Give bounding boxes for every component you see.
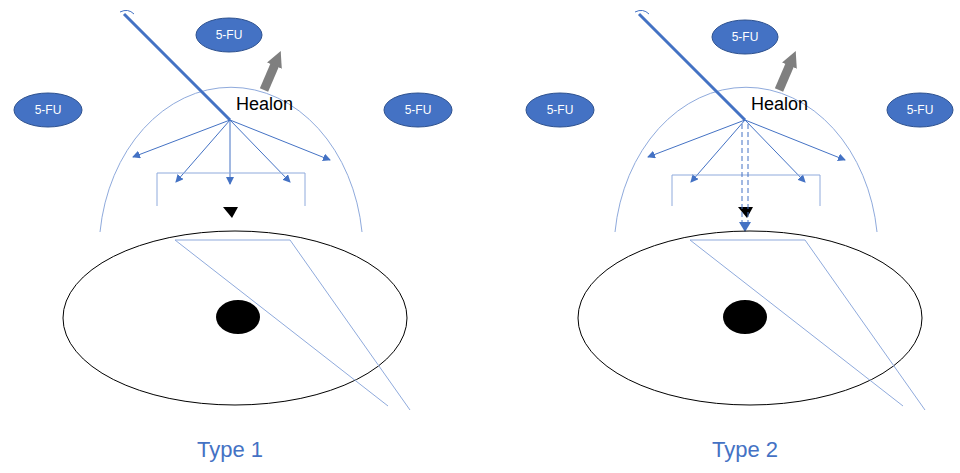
pointer-triangle — [223, 207, 238, 218]
pointer-triangle — [738, 207, 753, 218]
channel-arrowhead — [739, 222, 751, 232]
chamber-outline — [615, 87, 877, 232]
drug-ellipse: 5-FU — [195, 17, 263, 53]
bracket — [157, 173, 305, 206]
drug-ellipse: 5-FU — [13, 92, 83, 128]
drug-label: 5-FU — [405, 103, 432, 117]
drug-ellipse: 5-FU — [525, 92, 595, 128]
drug-ellipse: 5-FU — [711, 19, 779, 55]
node-text-wrap: 5-FU — [13, 92, 83, 128]
panel-type-1 — [63, 10, 410, 410]
globe — [63, 231, 407, 405]
drug-label: 5-FU — [216, 28, 243, 42]
flap-lines — [175, 240, 410, 410]
spread-arrows — [648, 120, 845, 182]
needle-hub — [120, 10, 134, 14]
panel-title: Type 1 — [197, 437, 263, 463]
chamber-outline — [100, 87, 362, 232]
pupil — [723, 300, 767, 334]
drug-ellipse: 5-FU — [886, 92, 954, 128]
needle-hub — [635, 10, 649, 14]
node-text-wrap: 5-FU — [711, 19, 779, 55]
panel-type-2 — [578, 10, 925, 410]
healon-label: Healon — [236, 94, 293, 116]
healon-arrow — [779, 62, 791, 90]
panel-title: Type 2 — [712, 437, 778, 463]
drug-ellipse: 5-FU — [383, 92, 453, 128]
healon-label: Healon — [751, 94, 808, 116]
channel-arrow — [742, 124, 748, 222]
node-text-wrap: 5-FU — [886, 92, 954, 128]
node-text-wrap: 5-FU — [383, 92, 453, 128]
drug-label: 5-FU — [547, 103, 574, 117]
flap-lines — [690, 240, 925, 410]
drug-label: 5-FU — [35, 103, 62, 117]
node-text-wrap: 5-FU — [195, 17, 263, 53]
spread-arrows — [133, 120, 330, 184]
healon-arrow — [264, 62, 276, 90]
drug-label: 5-FU — [907, 103, 934, 117]
drug-label: 5-FU — [732, 30, 759, 44]
pupil — [216, 300, 260, 334]
bracket — [672, 175, 820, 206]
globe — [578, 231, 922, 405]
node-text-wrap: 5-FU — [525, 92, 595, 128]
